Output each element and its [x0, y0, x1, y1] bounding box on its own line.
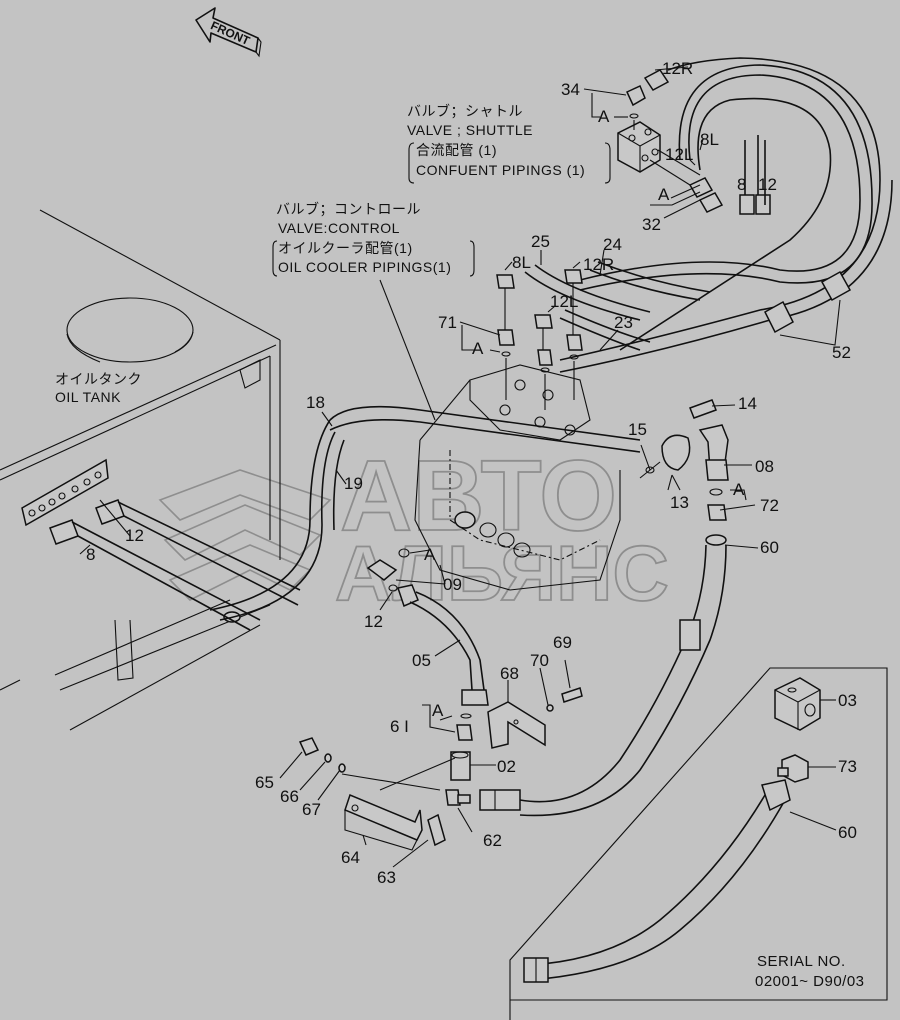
callout-8L-mid: 8L [512, 253, 531, 272]
callout-A-71: A [472, 339, 484, 358]
control-valve-body [379, 279, 621, 591]
shuttle-valve [617, 69, 771, 215]
leader-lines [79, 66, 837, 868]
callout-A-72: A [733, 480, 745, 499]
callout-70: 70 [530, 651, 549, 670]
callout-68: 68 [500, 664, 519, 683]
callout-8-tank: 8 [86, 545, 95, 564]
note-shuttle-valve: バルブ；シャトル VALVE ; SHUTTLE 合流配管 (1) CONFUE… [407, 103, 611, 184]
callout-23: 23 [614, 313, 633, 332]
callout-61: 6 I [390, 717, 409, 736]
callout-12L-mid: 12L [550, 292, 578, 311]
callout-12R-top: 12R [662, 59, 693, 78]
callout-24: 24 [603, 235, 622, 254]
note-control-sub-en: OIL COOLER PIPINGS(1) [278, 259, 451, 275]
serial-number-label: SERIAL NO. [757, 953, 846, 970]
callout-labels: 34 12R A 8L 12L 8 12 A 32 25 24 8L 12R 1… [86, 59, 857, 887]
callout-12-top: 12 [758, 175, 777, 194]
brackets [298, 687, 583, 851]
callout-19: 19 [344, 474, 363, 493]
tank-fittings [49, 499, 301, 631]
callout-32: 32 [642, 215, 661, 234]
callout-62: 62 [483, 831, 502, 850]
plate-holes [28, 471, 102, 517]
callout-12R-mid: 12R [583, 255, 614, 274]
callout-A-61: A [432, 701, 444, 720]
front-label: FRONT [208, 18, 252, 48]
oil-tank-label-en: OIL TANK [55, 389, 121, 405]
oil-tank: オイルタンク OIL TANK [0, 209, 281, 731]
callout-15: 15 [628, 420, 647, 439]
callout-71: 71 [438, 313, 457, 332]
callout-08: 08 [755, 457, 774, 476]
note-shuttle-sub-jp: 合流配管 (1) [416, 142, 497, 158]
callout-34: 34 [561, 80, 580, 99]
mid-pipes [496, 261, 711, 410]
callout-66: 66 [280, 787, 299, 806]
lower-fittings [366, 548, 521, 811]
note-control-jp: バルブ；コントロール [276, 201, 421, 218]
oil-tank-label-jp: オイルタンク [55, 371, 142, 387]
callout-A-32: A [658, 185, 670, 204]
callout-12L-top: 12L [665, 145, 693, 164]
callout-25: 25 [531, 232, 550, 251]
callout-13: 13 [670, 493, 689, 512]
callout-60-inset: 60 [838, 823, 857, 842]
note-shuttle-sub-en: CONFUENT PIPINGS (1) [416, 162, 585, 178]
callout-72: 72 [760, 496, 779, 515]
callout-A-09: A [424, 545, 436, 564]
callout-02: 02 [497, 757, 516, 776]
callout-09: 09 [443, 575, 462, 594]
note-shuttle-en: VALVE ; SHUTTLE [407, 122, 533, 138]
callout-8-top: 8 [737, 175, 746, 194]
note-shuttle-jp: バルブ；シャトル [407, 103, 523, 120]
callout-67: 67 [302, 800, 321, 819]
hose-bundle [559, 57, 893, 373]
note-control-sub-jp: オイルクーラ配管(1) [278, 240, 413, 256]
callout-18: 18 [306, 393, 325, 412]
callout-03: 03 [838, 691, 857, 710]
note-control-en: VALVE:CONTROL [278, 220, 400, 236]
watermark-line1: АВТО [340, 440, 617, 552]
note-control-valve: バルブ；コントロール VALVE:CONTROL オイルクーラ配管(1) OIL… [272, 201, 475, 277]
callout-63: 63 [377, 868, 396, 887]
callout-60-top: 60 [760, 538, 779, 557]
callout-12-09: 12 [364, 612, 383, 631]
callout-8L-top: 8L [700, 130, 719, 149]
callout-64: 64 [341, 848, 360, 867]
callout-73: 73 [838, 757, 857, 776]
serial-number-range: 02001~ D90/03 [755, 973, 865, 990]
callout-65: 65 [255, 773, 274, 792]
callout-12-tank: 12 [125, 526, 144, 545]
callout-69: 69 [553, 633, 572, 652]
callout-52: 52 [832, 343, 851, 362]
hoses-18-19 [209, 405, 641, 621]
callout-A-top: A [598, 107, 610, 126]
callout-14: 14 [738, 394, 757, 413]
inset-panel: SERIAL NO. 02001~ D90/03 [509, 667, 888, 1020]
front-direction-arrow-icon: FRONT [195, 7, 262, 58]
right-fittings [519, 399, 729, 817]
callout-05: 05 [412, 651, 431, 670]
